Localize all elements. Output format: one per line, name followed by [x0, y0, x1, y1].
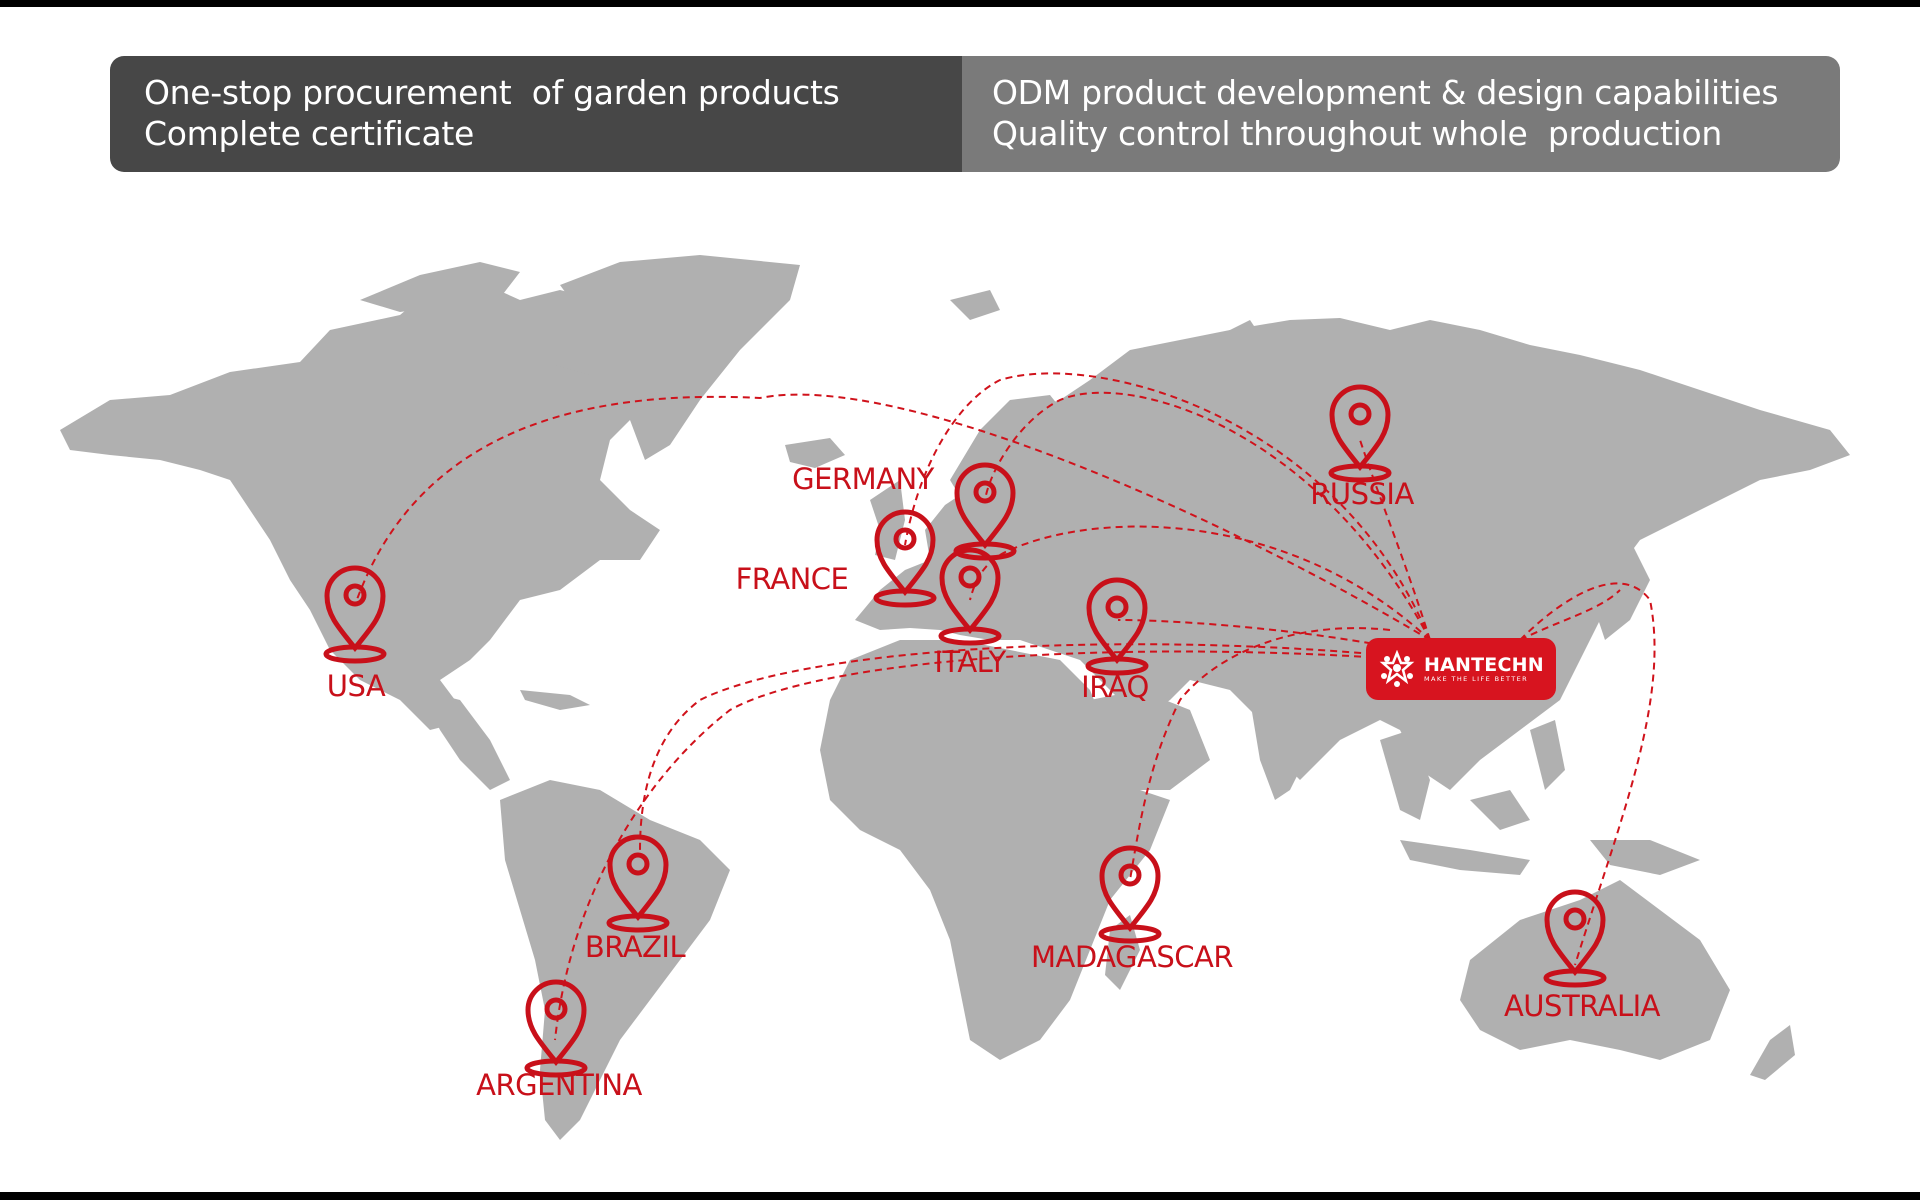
route-france: [904, 372, 1431, 641]
landmass-indonesia-2: [1470, 790, 1530, 830]
map-pins: [323, 384, 1607, 1078]
landmass-baffin: [530, 320, 610, 375]
label-argentina: ARGENTINA: [476, 1068, 642, 1102]
route-usa: [354, 393, 1431, 641]
map-pin-icon-argentina: [524, 979, 588, 1078]
landmass-indonesia-1: [1400, 840, 1530, 875]
top-border: [0, 0, 1920, 7]
label-australia: AUSTRALIA: [1503, 989, 1661, 1023]
map-pin-icon-russia: [1328, 384, 1392, 483]
map-pin-icon-italy: [938, 547, 1002, 646]
label-germany: GERMANY: [792, 462, 934, 496]
route-australia: [1519, 582, 1656, 966]
banner-left-line-2: Complete certificate: [144, 114, 475, 153]
landmass-iceland: [785, 438, 845, 468]
landmass-india: [1250, 690, 1330, 800]
label-russia: RUSSIA: [1310, 477, 1414, 511]
hub-name: HANTECHN: [1424, 654, 1544, 676]
banner-left-panel: One-stop procurement of garden products …: [110, 56, 962, 172]
banner-left-line-1: One-stop procurement of garden products: [144, 73, 840, 112]
route-madagascar: [1129, 627, 1391, 881]
landmass-novaya-zemlya: [1210, 320, 1260, 355]
label-brazil: BRAZIL: [584, 930, 686, 964]
landmass-svalbard: [950, 290, 1000, 320]
map-pin-icon-brazil: [606, 834, 670, 933]
map-pin-icon-madagascar: [1098, 845, 1162, 944]
bottom-border: [0, 1192, 1920, 1200]
hantechn-logo-icon: [1378, 649, 1416, 688]
landmass-africa: [820, 640, 1170, 1060]
label-madagascar: MADAGASCAR: [1031, 940, 1233, 974]
landmass-north-america: [60, 282, 660, 730]
hub-text: HANTECHN MAKE THE LIFE BETTER: [1424, 655, 1544, 683]
landmass-new-guinea: [1590, 840, 1700, 875]
landmass-central-america: [420, 690, 510, 790]
landmass-arctic-islands: [360, 262, 520, 312]
landmass-madagascar: [1105, 915, 1140, 990]
map-pin-icon-australia: [1543, 889, 1607, 988]
label-iraq: IRAQ: [1081, 670, 1149, 704]
route-italy: [969, 525, 1431, 641]
map-pin-icon-france: [873, 509, 937, 608]
landmass-new-zealand: [1750, 1025, 1795, 1080]
hub-tagline: MAKE THE LIFE BETTER: [1424, 675, 1528, 683]
banner-right-line-1: ODM product development & design capabil…: [992, 73, 1779, 112]
label-usa: USA: [326, 669, 386, 703]
landmass-australia: [1460, 880, 1730, 1060]
label-france: FRANCE: [735, 562, 849, 596]
landmass-greenland: [560, 255, 800, 460]
route-brazil: [639, 643, 1386, 851]
map-pin-icon-iraq: [1085, 577, 1149, 676]
feature-banner: One-stop procurement of garden products …: [110, 56, 1840, 172]
landmass-caribbean: [520, 690, 590, 710]
label-italy: ITALY: [934, 645, 1006, 679]
route-japan: [1519, 589, 1621, 641]
trade-routes: [354, 372, 1656, 1041]
landmass-south-america: [500, 780, 730, 1140]
route-russia: [1359, 439, 1431, 641]
landmass-southeast-asia: [1380, 730, 1430, 820]
route-germany: [984, 391, 1431, 641]
landmass-scandinavia: [950, 395, 1070, 505]
banner-right-line-2: Quality control throughout whole product…: [992, 114, 1723, 153]
map-pin-icon-usa: [323, 565, 387, 664]
landmass-philippines: [1530, 720, 1565, 790]
hub-badge: HANTECHN MAKE THE LIFE BETTER: [1366, 638, 1556, 700]
banner-right-panel: ODM product development & design capabil…: [962, 56, 1840, 172]
landmass-japan: [1595, 540, 1650, 640]
